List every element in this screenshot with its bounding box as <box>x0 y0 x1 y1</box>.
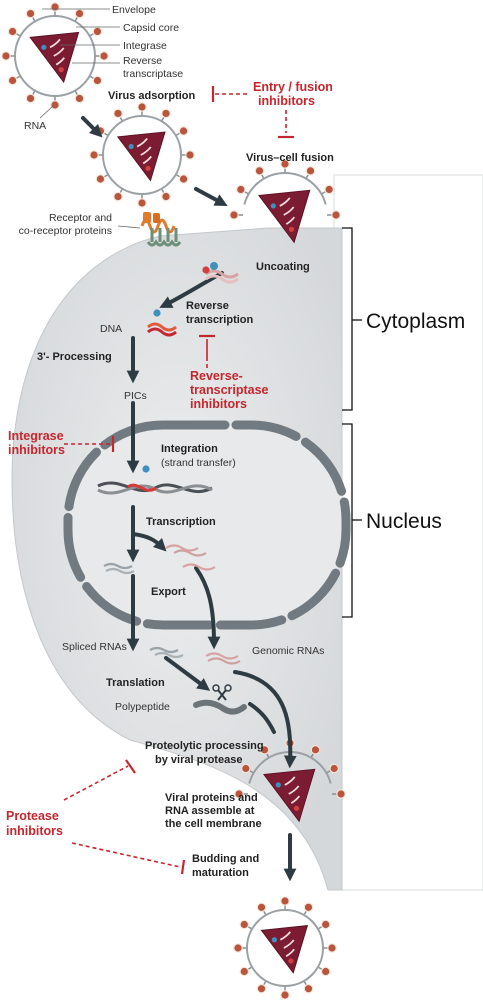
reverse-transcriptase-label-1: Reverse <box>123 55 162 67</box>
cytoplasm-rnas <box>149 646 241 665</box>
integrase-label: Integrase <box>123 40 167 52</box>
budding-label-2: maturation <box>192 867 249 879</box>
reverse-transcription-label-2: transcription <box>186 314 254 326</box>
virus-particle-adsorption <box>1 2 109 110</box>
reverse-transcriptase-label-2: transcriptase <box>123 68 183 80</box>
label-leaders <box>39 8 141 229</box>
virus-cell-fusion-label: Virus–cell fusion <box>246 152 334 164</box>
region-brackets <box>342 227 362 618</box>
integrase-inhibitors-label-2: inhibitors <box>8 443 65 457</box>
rna-uncoating <box>205 269 239 279</box>
virus-particle-entry <box>229 159 341 244</box>
assemble-label-1: Viral proteins and <box>165 792 258 804</box>
cytoplasm-label: Cytoplasm <box>366 310 465 333</box>
receptor-label-1: Receptor and <box>49 212 112 224</box>
proteolytic-label-1: Proteolytic processing <box>145 740 264 752</box>
capsid-core-label: Capsid core <box>123 22 179 34</box>
entry-inhibitors-label-1: Entry / fusion <box>253 80 333 94</box>
dna-label: DNA <box>100 323 122 335</box>
nuclear-envelope <box>63 420 351 630</box>
rt-inhibitors-label-1: Reverse- <box>190 369 243 383</box>
virus-particle-assembly <box>234 738 346 823</box>
strand-transfer-label: (strand transfer) <box>161 457 236 469</box>
integrated-dna-helix <box>97 481 213 495</box>
pics-label: PICs <box>124 390 147 402</box>
polypeptide-label: Polypeptide <box>115 701 170 713</box>
integration-label: Integration <box>161 443 218 455</box>
envelope-label: Envelope <box>112 4 156 16</box>
inhibitor-markers <box>63 86 294 875</box>
assemble-label-2: RNA assemble at <box>165 805 255 817</box>
budding-label-1: Budding and <box>192 853 259 865</box>
polypeptide-protease-icon <box>193 684 247 715</box>
virus-particles <box>1 2 346 1000</box>
integrase-inhibitors-label-1: Integrase <box>8 429 64 443</box>
virus-particle-mature <box>233 896 337 1000</box>
pathway-arrows <box>81 116 297 882</box>
rt-inhibitors-label-2: transcriptase <box>190 383 269 397</box>
protease-inhibitors-label-1: Protease <box>6 809 59 823</box>
three-prime-processing-label: 3'- Processing <box>37 351 112 363</box>
export-label: Export <box>151 586 186 598</box>
nuclear-rnas <box>103 544 216 575</box>
uncoating-label: Uncoating <box>256 261 310 273</box>
nucleus-label: Nucleus <box>366 510 442 533</box>
receptor-proteins <box>140 212 182 247</box>
spliced-rnas-label: Spliced RNAs <box>62 641 127 653</box>
entry-inhibitors-label-2: inhibitors <box>258 94 315 108</box>
virus-particle-fusion <box>89 102 195 208</box>
receptor-label-2: co-receptor proteins <box>19 225 112 237</box>
transcription-label: Transcription <box>146 516 216 528</box>
rt-inhibitors-label-3: inhibitors <box>190 397 247 411</box>
molecules <box>97 262 247 715</box>
cell-boundary-box <box>333 174 483 891</box>
protease-inhibitors-label-2: inhibitors <box>6 824 63 838</box>
genomic-rnas-label: Genomic RNAs <box>252 645 324 657</box>
translation-label: Translation <box>106 677 165 689</box>
proteolytic-label-2: by viral protease <box>155 754 242 766</box>
virus-adsorption-label: Virus adsorption <box>108 90 195 102</box>
rna-label: RNA <box>24 120 46 132</box>
reverse-transcription-label-1: Reverse <box>186 300 229 312</box>
dna-strand <box>147 322 177 332</box>
assemble-label-3: the cell membrane <box>165 818 262 830</box>
